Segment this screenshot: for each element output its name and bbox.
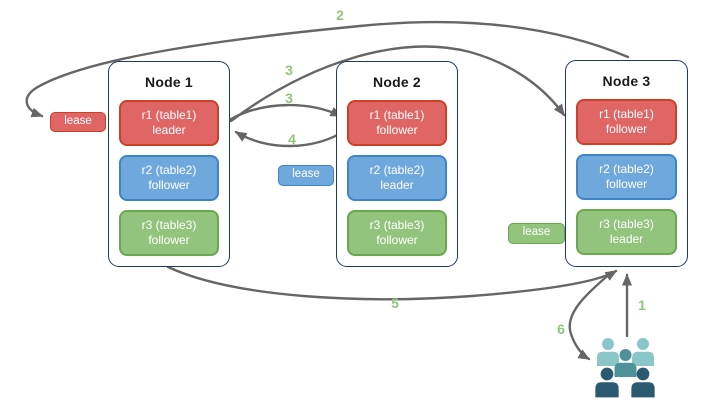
lease-badge-green: lease <box>508 223 565 244</box>
replica-role: follower <box>148 233 190 247</box>
lease-badge-red: lease <box>50 112 106 132</box>
replica-name: r3 (table3) <box>141 218 197 232</box>
node-3-title: Node 3 <box>602 73 651 89</box>
node-2-replica-r1: r1 (table1) follower <box>347 100 447 146</box>
node-3: Node 3 r1 (table1) follower r2 (table2) … <box>565 60 688 267</box>
replica-name: r2 (table2) <box>369 163 425 177</box>
node-1-replica-r3: r3 (table3) follower <box>119 210 219 256</box>
step-label-2: 2 <box>336 7 344 23</box>
replica-name: r2 (table2) <box>599 162 654 176</box>
user-back-left <box>597 338 619 366</box>
node-2-replica-r3: r3 (table3) follower <box>347 210 447 256</box>
user-back-right <box>632 338 654 366</box>
replica-role: follower <box>376 123 418 137</box>
step-label-1: 1 <box>638 297 646 313</box>
replica-role: leader <box>152 123 186 137</box>
lease-badge-blue: lease <box>278 165 334 186</box>
step-label-4: 4 <box>288 131 296 147</box>
replica-name: r3 (table3) <box>599 217 654 231</box>
node-2-replica-r2: r2 (table2) leader <box>347 155 447 201</box>
step-label-6: 6 <box>557 321 565 337</box>
arrow-step3-node1-to-node2 <box>229 103 343 121</box>
node-1-title: Node 1 <box>145 74 193 90</box>
node-1: Node 1 r1 (table1) leader r2 (table2) fo… <box>108 61 230 267</box>
replica-role: follower <box>148 178 190 192</box>
replica-role: follower <box>605 177 648 191</box>
node-2: Node 2 r1 (table1) follower r2 (table2) … <box>336 61 458 267</box>
users-group-icon <box>595 338 655 398</box>
replica-role: follower <box>376 233 418 247</box>
replica-name: r1 (table1) <box>369 108 425 122</box>
replica-role: follower <box>605 122 648 136</box>
step-label-5: 5 <box>391 295 399 311</box>
replica-name: r1 (table1) <box>141 108 197 122</box>
node-3-replica-r2: r2 (table2) follower <box>576 154 677 200</box>
replica-name: r2 (table2) <box>141 163 197 177</box>
step-label-3a: 3 <box>285 62 293 78</box>
node-3-replica-r1: r1 (table1) follower <box>576 99 677 145</box>
node-2-title: Node 2 <box>373 74 421 90</box>
replica-name: r3 (table3) <box>369 218 425 232</box>
replica-name: r1 (table1) <box>599 107 654 121</box>
step-label-3b: 3 <box>285 90 293 106</box>
replica-role: leader <box>380 178 414 192</box>
node-3-replica-r3: r3 (table3) leader <box>576 209 677 255</box>
node-1-replica-r2: r2 (table2) follower <box>119 155 219 201</box>
node-1-replica-r1: r1 (table1) leader <box>119 100 219 146</box>
replica-role: leader <box>609 232 644 246</box>
